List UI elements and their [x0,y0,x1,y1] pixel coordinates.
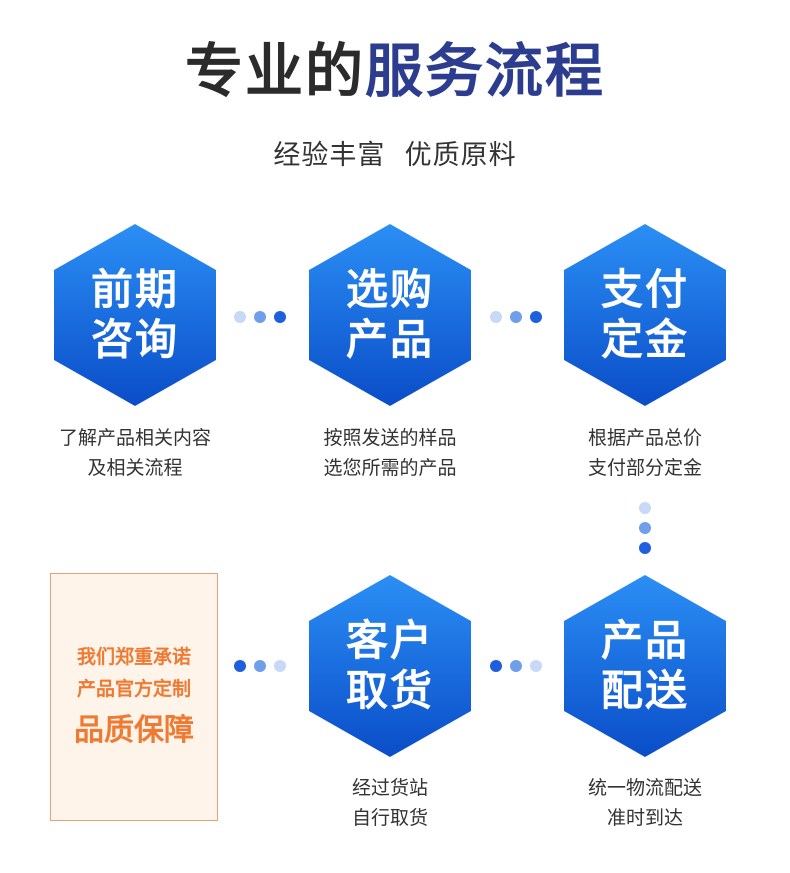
promise-line1: 我们郑重承诺 [76,646,191,668]
connector-dots-vertical [639,502,651,554]
step-title-line2: 配送 [600,666,689,715]
dot [234,311,246,323]
step-hexagon-deposit: 支付定金 [562,222,728,408]
step-description-pickup: 经过货站自行取货 [275,773,505,833]
step-hexagon-select: 选购产品 [307,222,473,408]
page-title: 专业的服务流程 [0,42,790,100]
step-description-delivery: 统一物流配送准时到达 [530,773,760,833]
desc-line2: 支付部分定金 [587,457,702,479]
desc-line2: 自行取货 [351,807,428,829]
step-title-line1: 产品 [600,616,689,665]
dot [254,311,266,323]
step-description-deposit: 根据产品总价支付部分定金 [530,423,760,483]
step-title-line2: 定金 [600,315,689,364]
desc-line2: 及相关流程 [87,457,183,479]
dot [274,660,286,672]
dot [510,660,522,672]
dot [490,660,502,672]
step-hexagon-consult: 前期咨询 [52,222,218,408]
dot [639,542,651,554]
page-subtitle: 经验丰富 优质原料 [273,140,517,171]
desc-line2: 准时到达 [606,807,683,829]
dot [234,660,246,672]
dot [490,311,502,323]
promise-line2: 产品官方定制 [76,678,191,700]
title-prefix: 专业的 [184,37,365,105]
promise-box: 我们郑重承诺 产品官方定制 品质保障 [50,573,218,821]
connector-dots [490,311,542,323]
step-title-line1: 支付 [600,265,689,314]
dot [510,311,522,323]
title-highlight: 服务流程 [365,37,606,105]
dot [274,311,286,323]
desc-line1: 经过货站 [351,777,428,799]
dot [530,311,542,323]
desc-line1: 统一物流配送 [587,777,702,799]
step-title-line1: 选购 [345,265,434,314]
step-title-line2: 产品 [345,315,434,364]
connector-dots [234,660,286,672]
step-title-line2: 咨询 [90,315,179,364]
dot [639,502,651,514]
promise-line3: 品质保障 [74,713,194,748]
dot [530,660,542,672]
step-description-consult: 了解产品相关内容及相关流程 [20,423,250,483]
step-hexagon-pickup: 客户取货 [307,573,473,759]
step-title-line1: 客户 [345,616,434,665]
desc-line1: 了解产品相关内容 [58,427,211,449]
desc-line2: 选您所需的产品 [323,457,457,479]
desc-line1: 按照发送的样品 [323,427,457,449]
step-hexagon-delivery: 产品配送 [562,573,728,759]
connector-dots [234,311,286,323]
connector-dots [490,660,542,672]
dot [639,522,651,534]
step-description-select: 按照发送的样品选您所需的产品 [275,423,505,483]
step-title-line1: 前期 [90,265,179,314]
dot [254,660,266,672]
step-title-line2: 取货 [345,666,434,715]
desc-line1: 根据产品总价 [587,427,702,449]
